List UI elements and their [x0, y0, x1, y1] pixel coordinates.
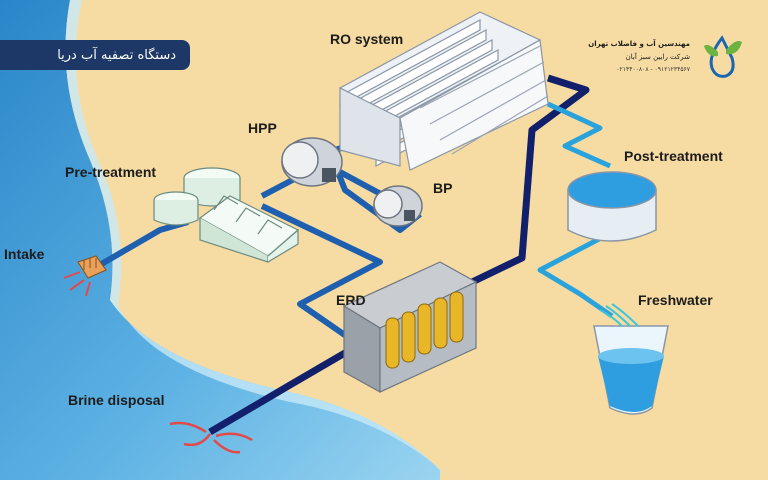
intake-arrows-icon [63, 271, 91, 297]
ro-system [338, 11, 549, 171]
erd-cylinders [385, 291, 464, 369]
pipe-post-to-freshwater [537, 225, 622, 319]
company-name-line2: شرکت رایین سبز آبان [625, 53, 690, 61]
sea-area [0, 0, 440, 480]
pipe-ro-to-erd [466, 74, 590, 288]
label-brine-disposal: Brine disposal [68, 392, 165, 408]
water-drop-leaf-icon [704, 35, 742, 78]
label-ro-system: RO system [330, 31, 404, 47]
post-treatment-tank [567, 171, 657, 242]
pipe-pretreatment-to-erd [260, 203, 383, 343]
page-title-banner: دستگاه تصفیه آب دریا [0, 40, 190, 70]
intake-structure [63, 255, 107, 297]
water-spray-icon [599, 303, 639, 327]
label-intake: Intake [4, 246, 45, 262]
ro-membrane-stack [338, 11, 549, 171]
label-hpp: HPP [248, 120, 277, 136]
bp-pump [373, 185, 423, 227]
pipe-ro-to-post [546, 101, 612, 169]
pipe-erd-to-brine [208, 346, 352, 436]
label-post-treatment: Post-treatment [624, 148, 723, 164]
erd-unit [342, 261, 478, 394]
label-pre-treatment: Pre-treatment [65, 164, 157, 180]
label-bp: BP [433, 180, 453, 196]
company-phone: ۰۹۱۲۱۲۳۴۵۶۷ - ۰۲۱۴۴۰۰۸۰۸ [616, 66, 690, 73]
brine-outlet-arrows-icon [169, 421, 253, 454]
label-freshwater: Freshwater [638, 292, 713, 308]
label-erd: ERD [336, 292, 366, 308]
hpp-pump [281, 137, 343, 187]
brine-pipes [208, 74, 590, 436]
freshwater-glass [593, 303, 669, 415]
pretreatment-plant [153, 167, 300, 263]
fresh-pipes [537, 101, 622, 319]
company-name-line1: مهندسین آب و فاضلاب تهران [588, 40, 690, 48]
page-title: دستگاه تصفیه آب دریا [57, 47, 176, 63]
